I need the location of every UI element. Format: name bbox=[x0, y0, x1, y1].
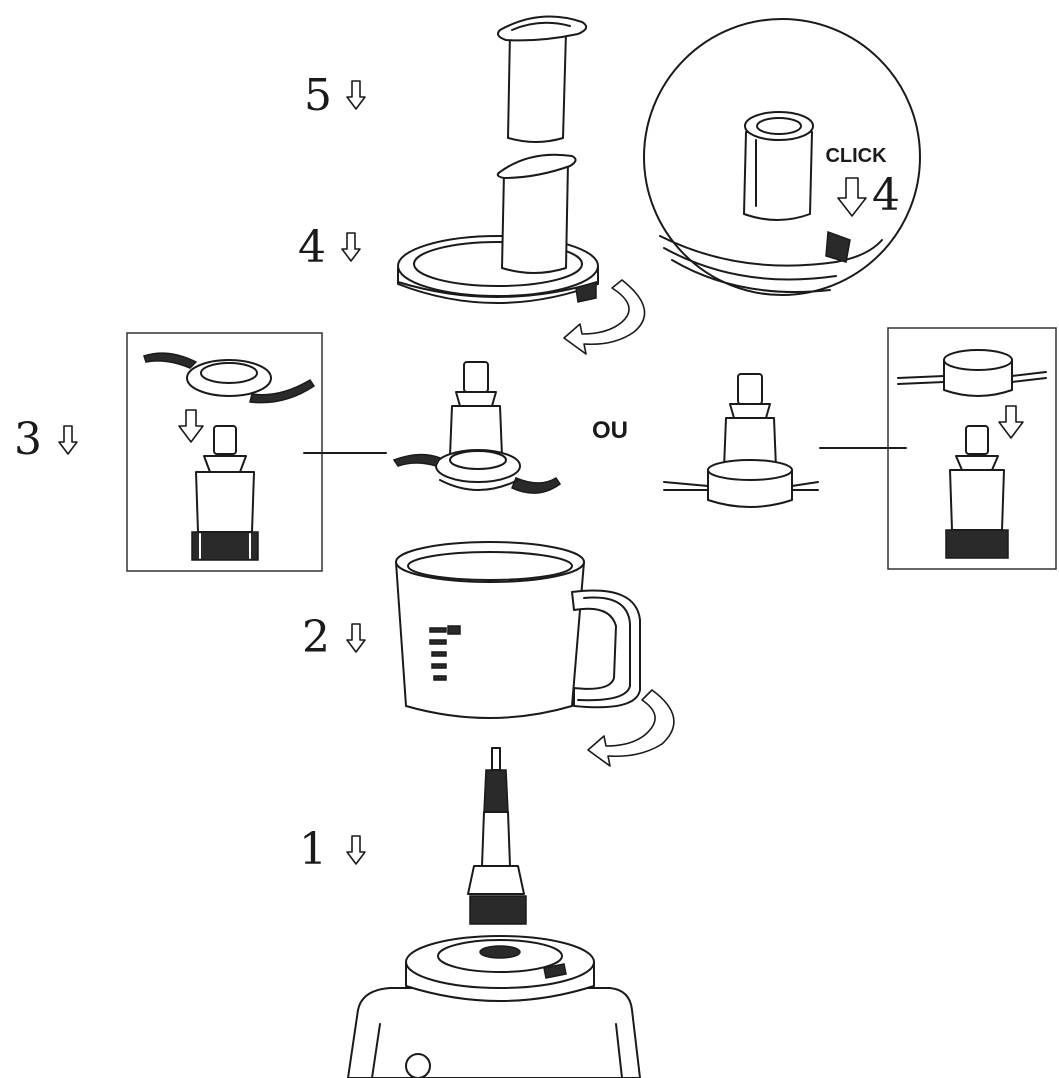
lid-click-detail: CLICK 4 bbox=[643, 18, 921, 296]
rotate-arrow-icon bbox=[587, 689, 675, 767]
click-label: CLICK bbox=[825, 145, 887, 167]
step-3-number: 3 bbox=[14, 414, 42, 465]
down-arrow-icon bbox=[837, 177, 867, 217]
down-arrow-icon bbox=[58, 425, 78, 455]
motor-base bbox=[347, 935, 641, 1078]
step-2-number: 2 bbox=[302, 612, 330, 663]
rotate-arrow-icon bbox=[563, 279, 646, 355]
step-1-marker: 1 bbox=[299, 824, 366, 875]
down-arrow-icon bbox=[341, 232, 361, 262]
down-arrow-icon bbox=[346, 835, 366, 865]
chopping-blade-assembly bbox=[392, 361, 562, 494]
step-5-marker: 5 bbox=[304, 70, 366, 121]
feed-tube-pusher bbox=[497, 15, 588, 143]
step-3-marker: 3 bbox=[14, 414, 78, 465]
down-arrow-icon bbox=[346, 623, 366, 653]
step-5-number: 5 bbox=[304, 70, 332, 121]
drive-shaft bbox=[467, 747, 527, 925]
lid-with-feed-tube bbox=[397, 153, 599, 304]
blade-detail-frame bbox=[126, 332, 323, 572]
emulsifying-disc-assembly bbox=[663, 373, 819, 508]
or-label: OU bbox=[592, 417, 628, 444]
step-1-number: 1 bbox=[299, 824, 327, 875]
down-arrow-icon bbox=[178, 409, 204, 443]
step-4-number: 4 bbox=[298, 222, 326, 273]
down-arrow-icon bbox=[998, 405, 1024, 439]
bowl-with-handle bbox=[395, 541, 641, 719]
disc-detail-frame bbox=[887, 327, 1057, 570]
step-4-marker: 4 bbox=[298, 222, 361, 273]
down-arrow-icon bbox=[346, 80, 366, 110]
click-step-number: 4 bbox=[872, 170, 900, 221]
step-2-marker: 2 bbox=[302, 612, 366, 663]
